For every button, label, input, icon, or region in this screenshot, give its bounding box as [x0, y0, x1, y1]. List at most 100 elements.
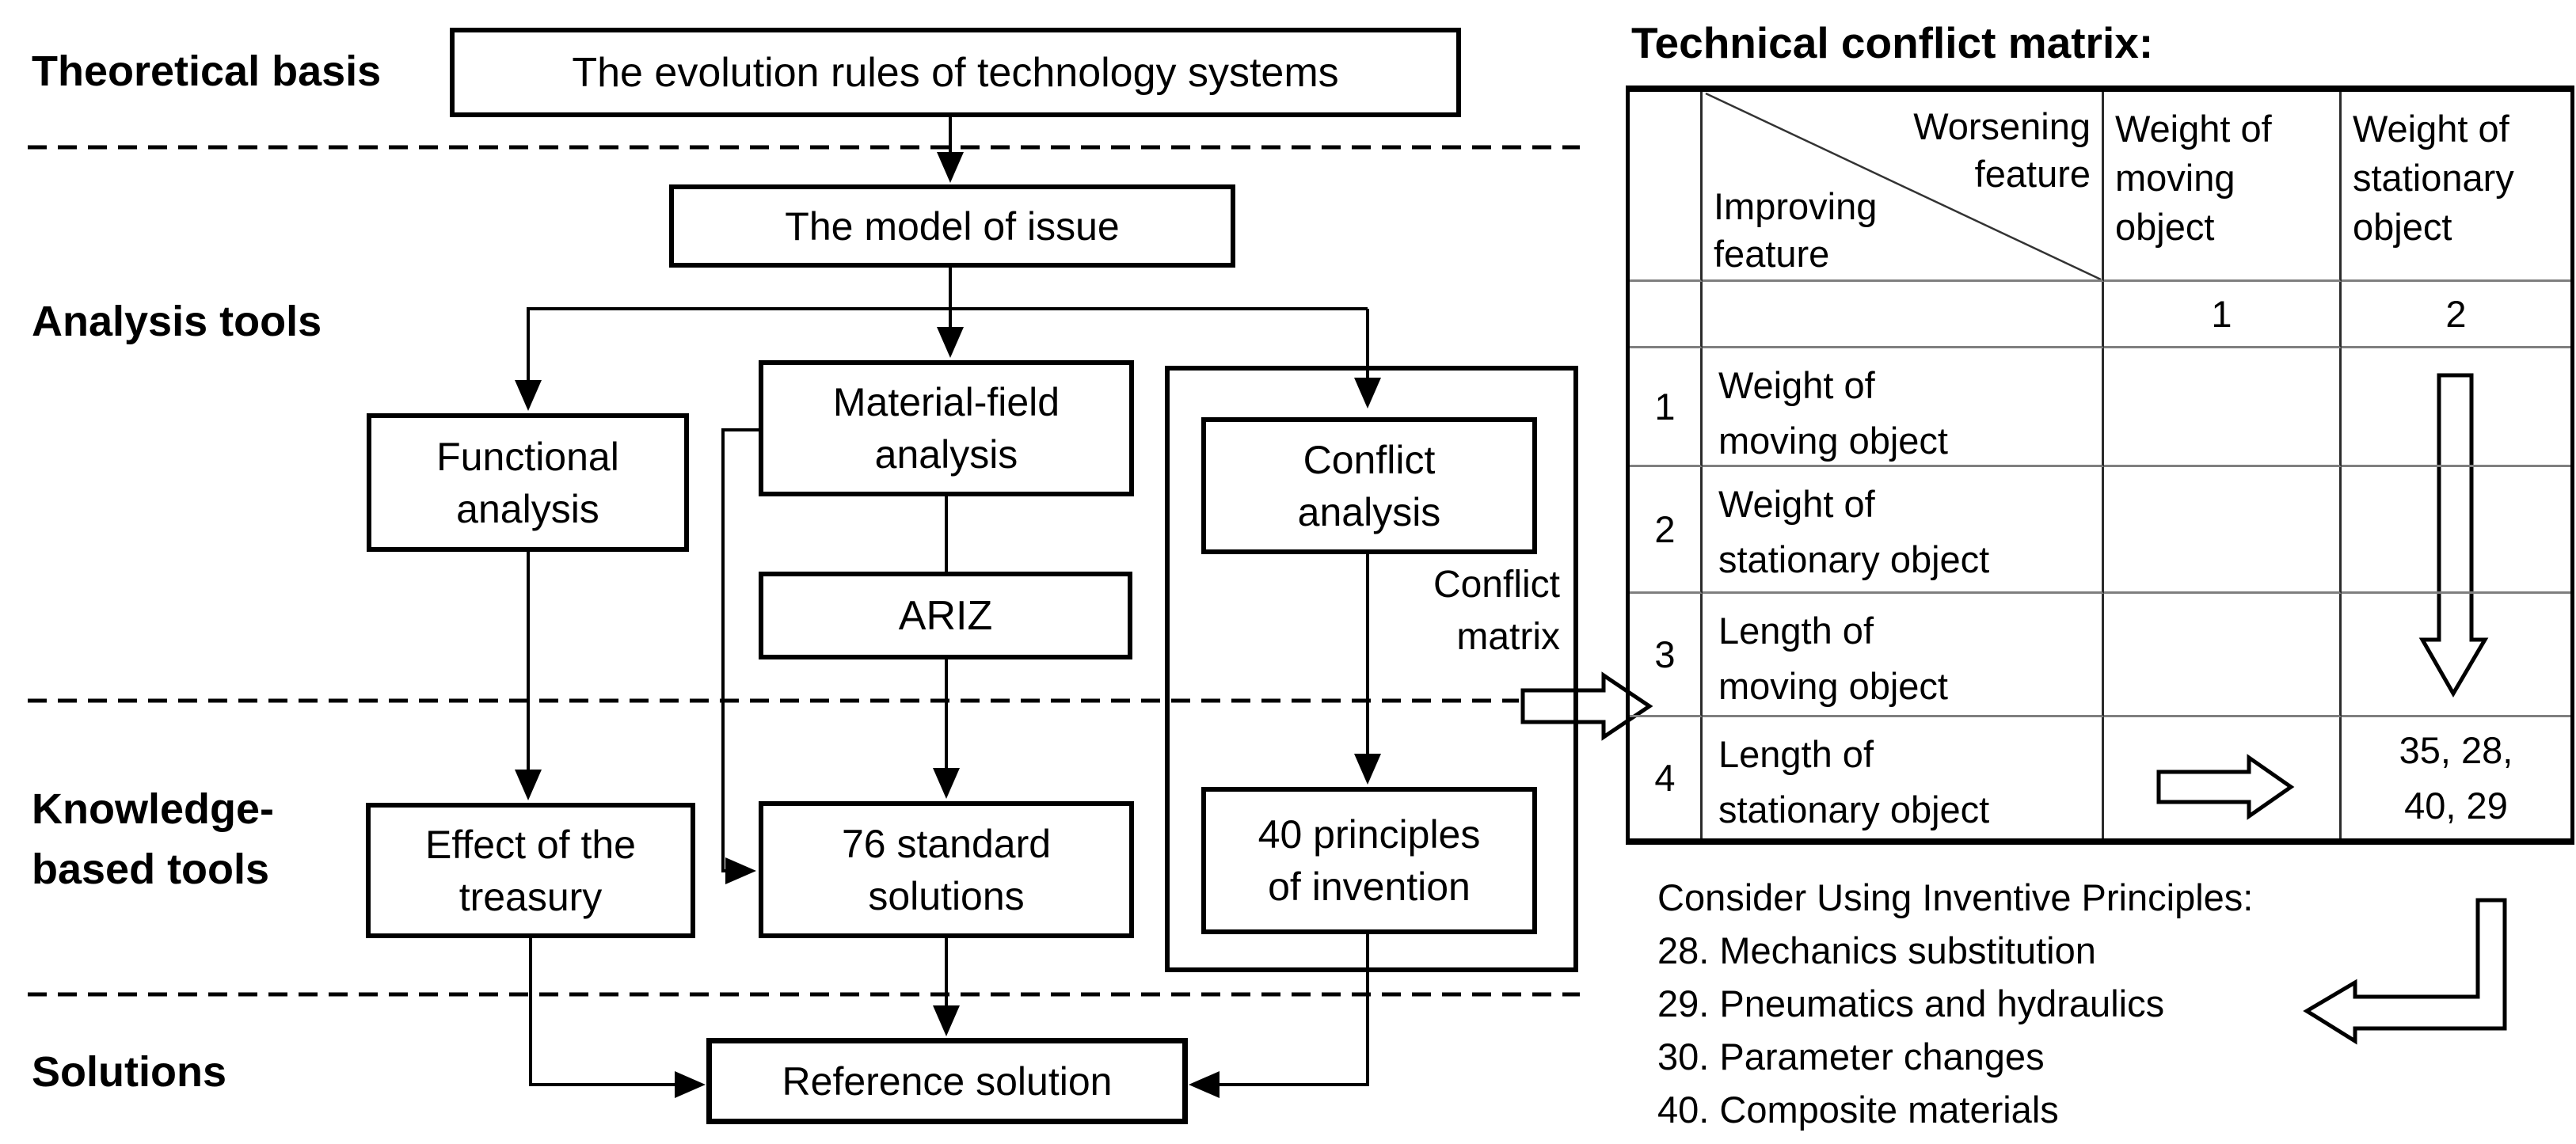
- empty-cell: [1703, 282, 2104, 348]
- arrowhead-icon: [515, 770, 542, 800]
- row-label-text: Length of: [1718, 610, 1874, 652]
- label-theoretical-basis: Theoretical basis: [32, 41, 381, 101]
- row-label-text: moving object: [1718, 665, 1948, 707]
- conflict-branch-container: [1165, 366, 1578, 972]
- matrix-title: Technical conflict matrix:: [1631, 17, 2153, 68]
- header-text: Weight of: [2353, 108, 2509, 150]
- block-arrow-elbow-left-icon: [2303, 898, 2507, 1045]
- note-text: Conflict: [1433, 564, 1560, 606]
- header-weight-moving-object: Weight of moving object: [2104, 92, 2342, 282]
- principle-item: 29. Pneumatics and hydraulics: [1657, 982, 2165, 1024]
- box-evolution-rules: The evolution rules of technology system…: [450, 28, 1461, 117]
- box-text: Effect of the: [425, 822, 636, 867]
- matrix-cell: [2342, 467, 2570, 594]
- label-text: based tools: [32, 846, 270, 893]
- row-number: 1: [1630, 348, 1703, 467]
- header-text: feature: [1714, 233, 1830, 275]
- header-text: object: [2115, 206, 2215, 248]
- arrowhead-icon: [1354, 754, 1381, 785]
- label-text: Solutions: [32, 1048, 226, 1096]
- row-label: Weight of stationary object: [1703, 467, 2104, 594]
- header-diagonal-line: [1705, 92, 2102, 281]
- matrix-cell: [2342, 348, 2570, 467]
- row-number: 4: [1630, 717, 1703, 838]
- box-text: The model of issue: [785, 203, 1120, 249]
- box-text: analysis: [1297, 489, 1441, 534]
- title-text: Technical conflict matrix:: [1631, 18, 2154, 67]
- header-text: Weight of: [2115, 108, 2272, 150]
- box-text: ARIZ: [898, 592, 993, 639]
- arrowhead-icon: [933, 768, 960, 799]
- arrowhead-icon: [675, 1071, 706, 1098]
- result-text: 40, 29: [2404, 784, 2508, 827]
- label-analysis-tools: Analysis tools: [32, 291, 322, 352]
- principle-item: 28. Mechanics substitution: [1657, 929, 2096, 971]
- row-label-text: stationary object: [1718, 789, 1990, 830]
- row-label-text: stationary object: [1718, 538, 1990, 580]
- box-text: analysis: [874, 432, 1018, 477]
- matrix-cell: [2104, 348, 2342, 467]
- box-text: of invention: [1268, 865, 1471, 909]
- inventive-principles-list: Consider Using Inventive Principles: 28.…: [1657, 871, 2253, 1136]
- header-weight-stationary-object: Weight of stationary object: [2342, 92, 2570, 282]
- box-functional-analysis: Functional analysis: [367, 413, 689, 552]
- elbow-material-to-standard: [721, 428, 759, 872]
- label-text: Knowledge-: [32, 785, 274, 833]
- label-solutions: Solutions: [32, 1042, 226, 1102]
- row-label: Weight of moving object: [1703, 348, 2104, 467]
- header-text: moving: [2115, 157, 2235, 199]
- box-text: Functional: [436, 434, 619, 479]
- box-40-principles: 40 principles of invention: [1201, 787, 1537, 934]
- block-arrow-down-icon: [2418, 373, 2489, 697]
- matrix-diagonal-header-cell: Worsening feature Improving feature: [1703, 92, 2104, 282]
- label-knowledge-based-tools: Knowledge- based tools: [32, 779, 274, 899]
- box-text: treasury: [459, 874, 603, 919]
- box-text: Material-field: [832, 380, 1060, 424]
- conflict-matrix-note: Conflict matrix: [1382, 559, 1560, 663]
- row-number: 2: [1630, 467, 1703, 594]
- matrix-result-cell: 35, 28, 40, 29: [2342, 717, 2570, 838]
- branch-line: [527, 268, 1368, 310]
- box-ariz: ARIZ: [759, 572, 1132, 659]
- header-text: feature: [1974, 153, 2091, 195]
- arrowhead-icon: [1189, 1071, 1220, 1098]
- box-material-field-analysis: Material-field analysis: [759, 360, 1134, 496]
- box-text: Reference solution: [782, 1058, 1113, 1104]
- principles-title: Consider Using Inventive Principles:: [1657, 876, 2254, 918]
- row-label: Length of moving object: [1703, 594, 2104, 717]
- block-arrow-right-small-icon: [2156, 754, 2295, 820]
- matrix-cell: [2342, 594, 2570, 717]
- arrowhead-icon: [1354, 378, 1381, 409]
- arrowhead-icon: [933, 1005, 960, 1036]
- worsening-feature-header: Worsening feature: [1913, 103, 2091, 198]
- box-text: 76 standard: [841, 821, 1052, 866]
- column-number-2: 2: [2342, 282, 2570, 348]
- improving-feature-header: Improving feature: [1714, 183, 1877, 278]
- elbow-principles-to-reference: [1218, 934, 1369, 1086]
- box-text: Conflict: [1303, 437, 1436, 482]
- matrix-cell-arrow: [2104, 717, 2342, 838]
- box-text: The evolution rules of technology system…: [572, 49, 1339, 96]
- elbow-effect-to-reference: [529, 938, 676, 1086]
- matrix-cell: [2104, 594, 2342, 717]
- row-label-text: Weight of: [1718, 483, 1875, 525]
- box-reference-solution: Reference solution: [706, 1038, 1188, 1124]
- header-text: Worsening: [1913, 105, 2091, 147]
- label-text: Theoretical basis: [32, 48, 382, 95]
- box-conflict-analysis: Conflict analysis: [1201, 417, 1537, 554]
- empty-cell: [1630, 282, 1703, 348]
- result-text: 35, 28,: [2399, 728, 2513, 771]
- row-number: 3: [1630, 594, 1703, 717]
- principle-item: 30. Parameter changes: [1657, 1036, 2045, 1077]
- note-text: matrix: [1456, 616, 1560, 658]
- header-text: Improving: [1714, 185, 1878, 227]
- header-text: stationary: [2353, 157, 2514, 199]
- box-effect-of-treasury: Effect of the treasury: [366, 803, 695, 938]
- column-number-1: 1: [2104, 282, 2342, 348]
- matrix-corner-cell: [1630, 92, 1703, 282]
- conflict-matrix-table: Worsening feature Improving feature Weig…: [1626, 86, 2574, 845]
- arrowhead-icon: [515, 380, 542, 411]
- arrowhead-icon: [937, 152, 964, 183]
